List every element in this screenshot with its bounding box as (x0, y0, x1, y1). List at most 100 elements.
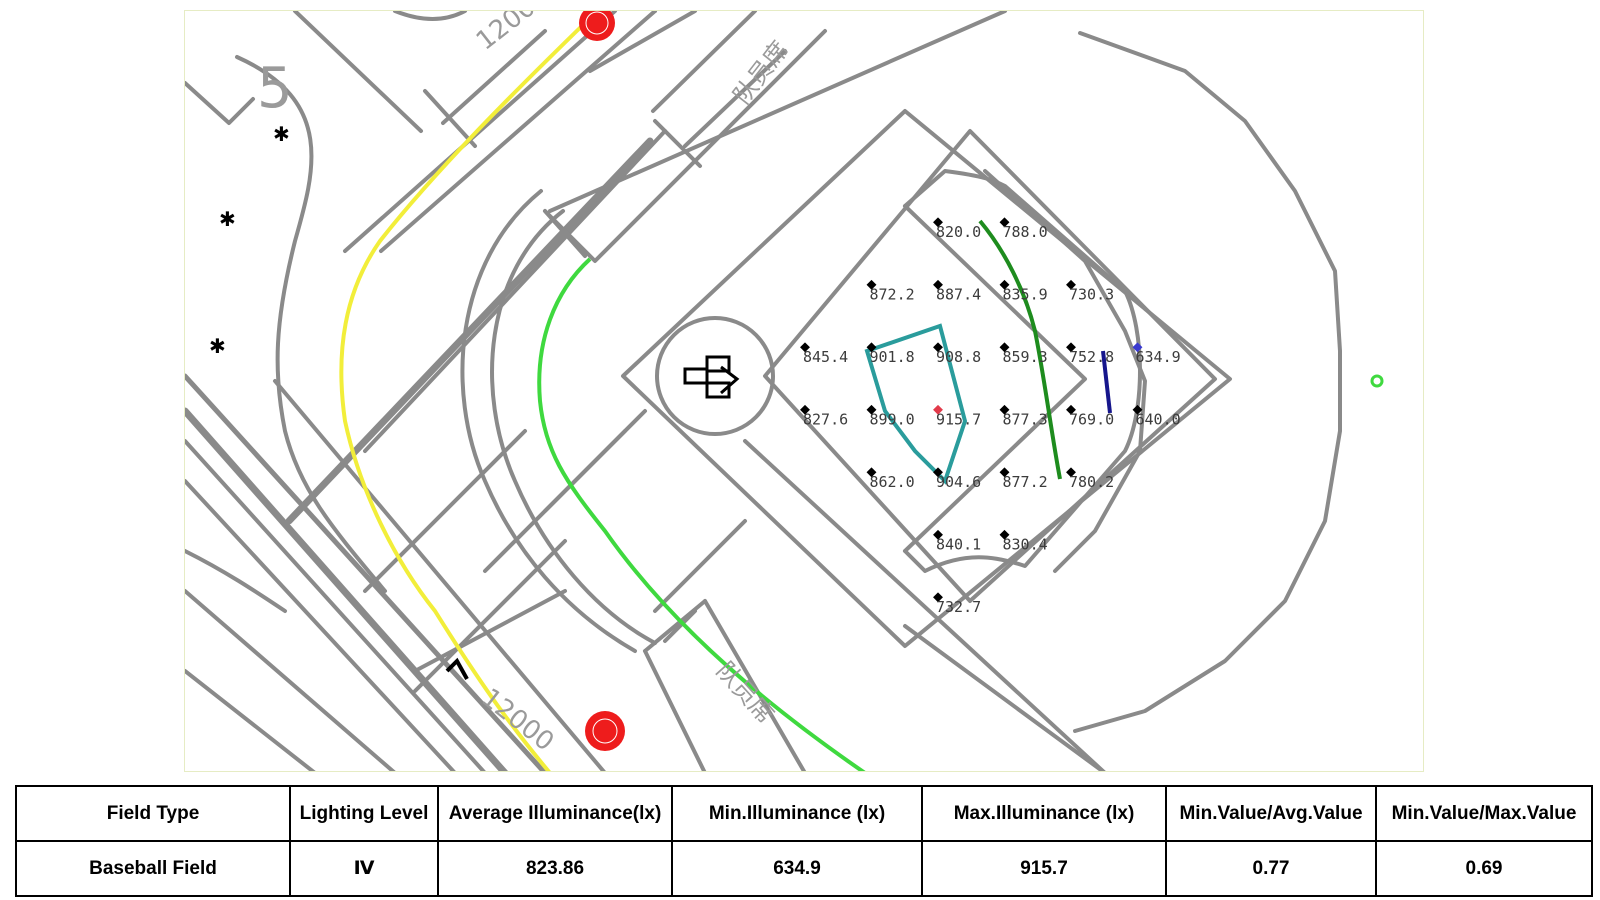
calc-point: 859.3 (999, 342, 1048, 366)
road-cross-1 (423, 89, 477, 148)
header-min-avg-ratio: Min.Value/Avg.Value (1165, 785, 1377, 842)
calc-point-marker (866, 342, 877, 353)
light-pole-bottom (585, 711, 625, 751)
calc-point-marker (1132, 342, 1143, 353)
cell-min-illuminance: 634.9 (671, 840, 923, 897)
calc-point: 904.6 (933, 467, 981, 491)
outfield-arc-1 (460, 189, 637, 653)
cell-min-avg-ratio: 0.77 (1165, 840, 1377, 897)
bottom-band-2 (663, 609, 697, 643)
calc-point-value: 840.1 (936, 536, 981, 554)
calc-point-value: 769.0 (1069, 411, 1114, 429)
rail-line-5 (273, 379, 606, 771)
infield-diamond-outer (621, 109, 1232, 648)
calc-point-marker (1132, 404, 1143, 415)
table-row: Baseball Field Ⅳ 823.86 634.9 915.7 0.77… (15, 840, 1593, 897)
calc-point-marker (866, 404, 877, 415)
calc-point: 835.9 (999, 279, 1048, 304)
header-min-max-ratio: Min.Value/Max.Value (1375, 785, 1593, 842)
calc-point-value: 877.3 (1003, 411, 1048, 429)
calc-point-value: 830.4 (1003, 536, 1048, 554)
calc-point: 915.7 (933, 404, 981, 429)
calc-point-marker (933, 404, 943, 415)
calc-point-marker (800, 342, 810, 353)
calc-point: 820.0 (933, 217, 981, 241)
calc-point-value: 788.0 (1003, 223, 1048, 241)
calc-point-value: 862.0 (870, 473, 915, 491)
calc-point-value: 915.7 (936, 411, 981, 429)
calc-point-marker (1066, 404, 1076, 415)
calc-point: 788.0 (999, 217, 1048, 241)
road-cross-2 (653, 119, 702, 168)
site-outline-lines (185, 11, 1342, 771)
block-number-label: 5 (257, 56, 293, 121)
calc-point: 640.0 (1132, 404, 1181, 429)
rail-line-3 (185, 373, 547, 771)
calc-point-marker (999, 404, 1010, 415)
calc-point: 840.1 (933, 529, 981, 554)
header-min-illuminance: Min.Illuminance (lx) (671, 785, 923, 842)
road-diag-4 (651, 11, 757, 113)
header-max-illuminance: Max.Illuminance (lx) (921, 785, 1167, 842)
outfield-arc-2 (490, 209, 657, 645)
calc-point-marker (866, 279, 877, 290)
boundary-yellow-line (339, 19, 589, 771)
tree-symbol-1: ✱ (273, 124, 290, 146)
calc-point: 899.0 (866, 404, 915, 429)
bottom-band-1 (653, 519, 747, 613)
calc-point-value: 730.3 (1069, 286, 1114, 304)
outfield-warning-arc (983, 169, 1147, 573)
calc-point-value: 901.8 (870, 348, 915, 366)
road-diag-main (285, 137, 654, 525)
calc-point-marker (1066, 342, 1076, 353)
foul-line-bottom (743, 439, 1106, 771)
calc-point-value: 827.6 (803, 411, 848, 429)
boundary-green-line (537, 257, 866, 771)
calc-point-marker (1066, 467, 1076, 478)
calc-point: 827.6 (800, 404, 848, 429)
tree-symbol-2: ✱ (219, 209, 236, 231)
calc-point-value: 640.0 (1136, 411, 1181, 429)
home-plate-circle (655, 316, 775, 436)
road-diag-5 (683, 49, 787, 148)
dugout-bottom-side (643, 649, 707, 771)
dugout-bottom-side-2 (703, 599, 807, 771)
infield-base-path (903, 204, 1087, 553)
calc-point: 872.2 (866, 279, 915, 304)
isolux-contour-navy (1101, 350, 1112, 414)
calc-point-marker (999, 217, 1010, 228)
calc-point-value: 859.3 (1003, 348, 1048, 366)
rail-line-2 (185, 439, 486, 771)
calc-point: 845.4 (800, 342, 848, 366)
illuminance-results-table: Field Type Lighting Level Average Illumi… (15, 785, 1593, 897)
calc-point-value: 904.6 (936, 473, 981, 491)
calc-point-value: 908.8 (936, 348, 981, 366)
calc-point-marker (933, 529, 943, 540)
header-field-type: Field Type (15, 785, 291, 842)
calc-point-value: 634.9 (1136, 348, 1181, 366)
calc-point-marker (933, 342, 943, 353)
walkway-curve-outer (235, 55, 387, 593)
cell-max-illuminance: 915.7 (921, 840, 1167, 897)
calc-point-marker (933, 217, 943, 228)
header-average-illuminance: Average Illuminance(lx) (437, 785, 673, 842)
outfield-edge-bottom (903, 624, 1106, 771)
table-header-row: Field Type Lighting Level Average Illumi… (15, 785, 1593, 842)
calc-point: 830.4 (999, 529, 1048, 554)
calc-point-value: 752.8 (1069, 348, 1114, 366)
calc-point-marker (866, 467, 877, 478)
rail-cross (413, 589, 567, 673)
calc-point: 752.8 (1066, 342, 1114, 366)
rail-line-1 (185, 407, 508, 771)
calc-point: 732.7 (933, 592, 981, 616)
road-band-1 (343, 11, 617, 253)
marker-circle-right (1370, 374, 1384, 388)
block-edge-line (293, 11, 423, 133)
calc-point-marker (1066, 279, 1076, 290)
cell-min-max-ratio: 0.69 (1375, 840, 1593, 897)
field-edge-low-3 (413, 539, 567, 693)
calc-point-marker (933, 592, 943, 603)
calc-point: 908.8 (933, 342, 981, 366)
calc-point-marker (999, 467, 1010, 478)
